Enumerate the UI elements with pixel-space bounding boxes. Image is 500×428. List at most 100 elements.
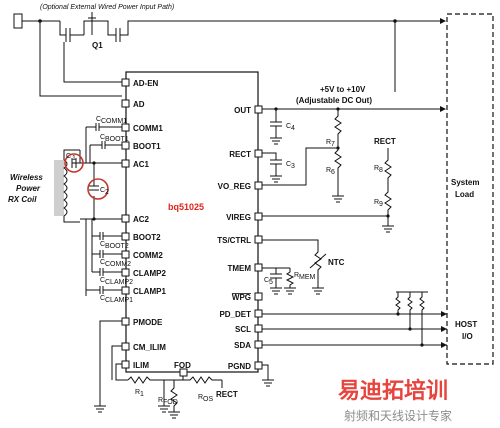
cclamp2-capacitor xyxy=(92,268,122,276)
svg-text:9: 9 xyxy=(379,201,383,208)
pin-scl: SCL xyxy=(235,325,251,334)
pin-ad: AD xyxy=(133,100,145,109)
wire xyxy=(39,21,122,97)
q1-transistor xyxy=(59,12,445,42)
pin-vo-reg: VO_REG xyxy=(218,182,251,191)
svg-text:BOOT2: BOOT2 xyxy=(105,243,129,250)
svg-text:OS: OS xyxy=(203,396,213,403)
pin-cm-ilim: CM_ILIM xyxy=(133,343,166,352)
pin-tmem: TMEM xyxy=(227,264,251,273)
pin-boot1: BOOT1 xyxy=(133,142,161,151)
pin-vireg: VIREG xyxy=(226,213,251,222)
pullup-resistor xyxy=(407,292,413,329)
c1-capacitor xyxy=(71,158,80,168)
ccomm1-capacitor xyxy=(86,123,122,131)
pin-ac2: AC2 xyxy=(133,215,150,224)
r7-label: R xyxy=(326,139,331,146)
wire xyxy=(99,320,122,406)
ccomm1-label: C xyxy=(96,116,101,123)
c2-capacitor xyxy=(89,185,99,191)
pin-ts-ctrl: TS/CTRL xyxy=(217,236,251,245)
c1-highlight xyxy=(64,153,84,173)
host-label-2: I/O xyxy=(462,332,473,341)
svg-text:1: 1 xyxy=(140,391,144,398)
pullup-resistor xyxy=(419,292,425,345)
wire xyxy=(63,42,122,83)
rect-ref-bottom: RECT xyxy=(216,390,238,399)
ros-resistor xyxy=(183,376,222,384)
r7-r6-divider xyxy=(334,109,342,196)
c4-capacitor xyxy=(270,109,282,145)
rmem-resistor xyxy=(284,268,296,295)
r1-label: R xyxy=(135,389,140,396)
pin-pd-det: PD_DET xyxy=(219,310,251,319)
ground-icon xyxy=(94,405,106,413)
pin-pmode: PMODE xyxy=(133,318,163,327)
svg-text:CLAMP2: CLAMP2 xyxy=(105,279,133,286)
ccomm2-label: C xyxy=(100,259,105,266)
watermark-title: 易迪拓培训 xyxy=(338,378,448,404)
svg-text:1: 1 xyxy=(72,155,76,162)
output-note-1: +5V to +10V xyxy=(320,85,366,94)
pin-ilim: ILIM xyxy=(133,361,149,370)
svg-text:BOOT1: BOOT1 xyxy=(105,136,129,143)
rmem-label: R xyxy=(294,272,299,279)
pin-pgnd: PGND xyxy=(228,362,251,371)
q1-label: Q1 xyxy=(92,41,103,50)
left-pins: AD-EN AD COMM1 BOOT1 AC1 AC2 BOOT2 COMM2… xyxy=(121,78,166,370)
pin-out: OUT xyxy=(234,106,251,115)
arrow-icon xyxy=(440,106,446,112)
cboot1-capacitor xyxy=(90,141,122,149)
arrow-icon xyxy=(441,342,447,348)
c5-capacitor xyxy=(262,267,290,295)
svg-text:6: 6 xyxy=(331,169,335,176)
pullup-resistor xyxy=(395,292,401,314)
wire xyxy=(111,345,122,380)
coil-label-2: Power xyxy=(16,184,41,193)
watermark-subtitle: 射频和天线设计专家 xyxy=(344,408,452,423)
system-load-block xyxy=(446,13,494,365)
ic-name: bq51025 xyxy=(168,202,204,212)
c2-highlight xyxy=(87,178,109,200)
ground-icon xyxy=(262,364,274,387)
pin-rect: RECT xyxy=(229,150,251,159)
ic-body xyxy=(125,71,259,373)
ros-label: R xyxy=(198,394,203,401)
host-label-1: HOST xyxy=(455,320,477,329)
svg-text:7: 7 xyxy=(331,141,335,148)
coil-label-3: RX Coil xyxy=(8,195,37,204)
pin-sda: SDA xyxy=(234,341,251,350)
cboot2-capacitor xyxy=(92,232,122,240)
wire xyxy=(262,147,338,186)
svg-text:CLAMP1: CLAMP1 xyxy=(105,297,133,304)
wire xyxy=(164,376,184,381)
svg-text:4: 4 xyxy=(291,125,295,132)
pin-clamp1: CLAMP1 xyxy=(133,287,166,296)
rect-ref-right: RECT xyxy=(374,137,396,146)
r8-label: R xyxy=(374,165,379,172)
ground-icon xyxy=(168,411,180,419)
arrow-icon xyxy=(441,326,447,332)
pin-fod-pad xyxy=(179,368,188,377)
cclamp2-label: C xyxy=(100,277,105,284)
svg-text:FOD: FOD xyxy=(163,399,178,406)
pin-comm1: COMM1 xyxy=(133,124,163,133)
pin-fod: FOD xyxy=(174,361,191,370)
ccomm2-capacitor xyxy=(92,250,122,258)
r1-resistor xyxy=(127,376,164,384)
r8-r9-divider xyxy=(384,148,392,226)
coil-label-1: Wireless xyxy=(10,173,43,182)
ntc-arrow xyxy=(309,253,327,269)
pin-comm2: COMM2 xyxy=(133,251,163,260)
c4-label: C xyxy=(286,123,291,130)
pin-ac1: AC1 xyxy=(133,160,150,169)
pin-wpg: WPG xyxy=(232,293,251,302)
rfod-label: R xyxy=(158,397,163,404)
c1-label: C xyxy=(66,153,71,160)
c2-label: C xyxy=(100,187,105,194)
svg-text:2: 2 xyxy=(105,189,109,196)
optional-input-note: (Optional External Wired Power Input Pat… xyxy=(40,4,174,11)
output-note-2: (Adjustable DC Out) xyxy=(296,96,372,105)
system-load-label-2: Load xyxy=(455,190,474,199)
